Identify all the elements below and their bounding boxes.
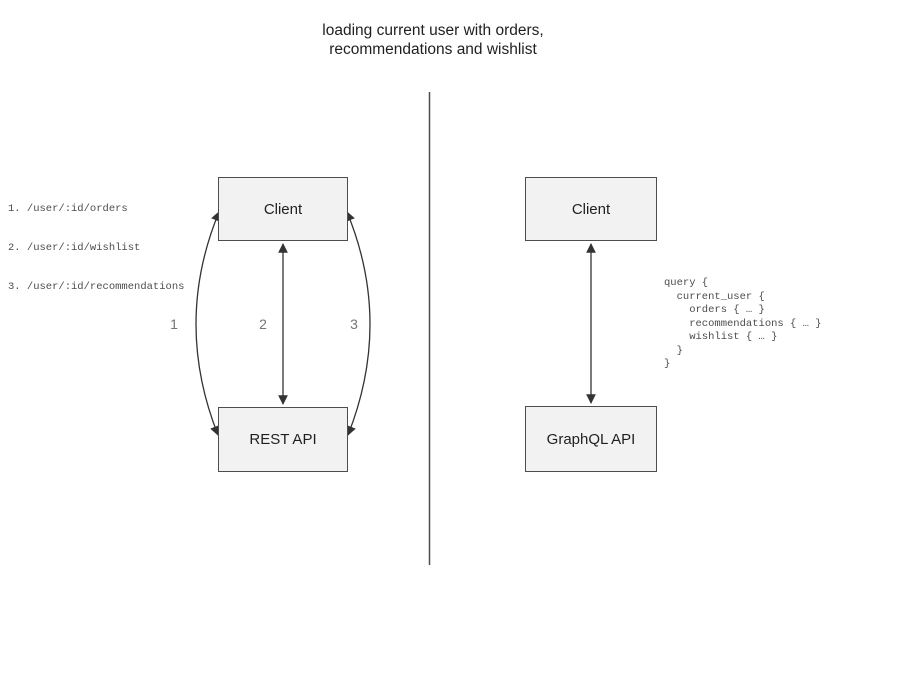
rest-api-box: REST API bbox=[218, 407, 348, 472]
rest-client-box-label: Client bbox=[263, 200, 303, 218]
endpoint-item-recommendations: 3. /user/:id/recommendations bbox=[8, 281, 185, 293]
rest-arrow-label-1: 1 bbox=[170, 316, 178, 332]
rest-endpoint-list: 1. /user/:id/orders 2. /user/:id/wishlis… bbox=[8, 177, 184, 320]
graphql-api-box: GraphQL API bbox=[525, 406, 657, 472]
diagram-title: loading current user with orders, recomm… bbox=[233, 21, 633, 59]
rest-arrow-1-curve bbox=[195, 211, 221, 436]
rest-arrow-label-2: 2 bbox=[259, 316, 267, 332]
rest-api-box-label: REST API bbox=[249, 431, 317, 448]
title-line-2: recommendations and wishlist bbox=[329, 41, 537, 58]
rest-arrow-label-3: 3 bbox=[350, 316, 358, 332]
graphql-client-box-label: Client bbox=[571, 200, 611, 218]
title-line-1: loading current user with orders, bbox=[322, 22, 544, 39]
graphql-query-code: query { current_user { orders { … } reco… bbox=[664, 277, 822, 370]
graphql-client-box: Client bbox=[525, 177, 657, 241]
rest-client-box: Client bbox=[218, 177, 348, 241]
graphql-api-box-label: GraphQL API bbox=[546, 430, 636, 448]
endpoint-item-wishlist: 2. /user/:id/wishlist bbox=[8, 242, 141, 254]
endpoint-item-orders: 1. /user/:id/orders bbox=[8, 203, 128, 215]
